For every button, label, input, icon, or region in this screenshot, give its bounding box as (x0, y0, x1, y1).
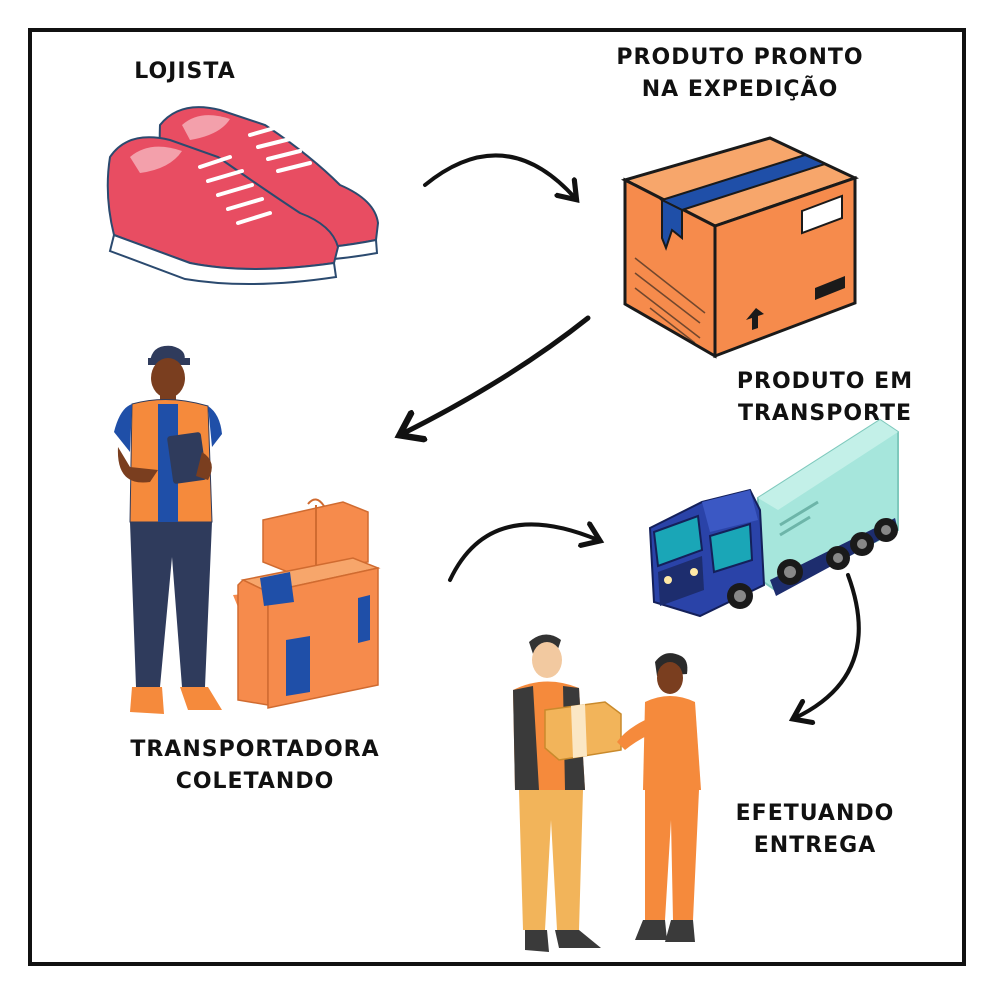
box-icon (620, 136, 859, 359)
label-lojista: LOJISTA (100, 56, 270, 88)
label-efetuando-entrega: EFETUANDO ENTREGA (710, 798, 920, 862)
label-produto-pronto: PRODUTO PRONTO NA EXPEDIÇÃO (560, 42, 920, 106)
label-transportadora-coletando: TRANSPORTADORA COLETANDO (65, 734, 445, 798)
label-line: LOJISTA (134, 59, 236, 84)
arrow-shoe-to-box (423, 153, 575, 198)
label-line: COLETANDO (175, 769, 335, 794)
label-line: ENTREGA (753, 833, 877, 858)
label-line: NA EXPEDIÇÃO (641, 77, 839, 102)
truck-icon (648, 418, 899, 618)
label-line: TRANSPORTADORA (130, 737, 380, 762)
arrow-courier-to-truck (448, 524, 598, 582)
courier-icon (114, 345, 222, 714)
label-line: EFETUANDO (735, 801, 895, 826)
handoff-icon (513, 634, 701, 952)
arrow-truck-to-delivery (795, 573, 861, 718)
parcels-icon (233, 498, 381, 709)
label-line: PRODUTO PRONTO (616, 45, 864, 70)
label-line: PRODUTO EM (736, 369, 914, 394)
arrow-box-to-courier (402, 315, 591, 434)
shoe-icon (106, 106, 380, 286)
diagram-frame (28, 28, 966, 966)
